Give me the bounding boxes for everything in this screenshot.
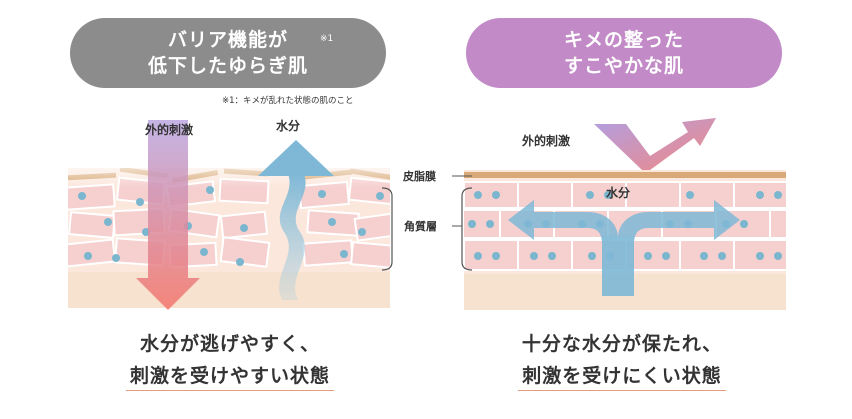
left-caption-line2: 刺激を受けやすい状態 bbox=[125, 362, 334, 391]
right-title-pill: キメの整った すこやかな肌 bbox=[466, 18, 782, 88]
left-dermis bbox=[68, 272, 390, 308]
left-water-arrow bbox=[258, 140, 334, 300]
left-caption: 水分が逃げやすく、 刺激を受けやすい状態 bbox=[60, 328, 400, 392]
left-title-note-mark: ※1 bbox=[320, 34, 334, 44]
left-title-pill: バリア機能が 低下したゆらぎ肌 ※1 bbox=[70, 18, 386, 88]
right-caption-line1: 十分な水分が保たれ、 bbox=[521, 333, 723, 355]
label-stratum-corneum: 角質層 bbox=[404, 219, 437, 233]
left-corneum-bracket bbox=[381, 187, 393, 271]
right-corneum-bracket bbox=[461, 187, 473, 271]
right-water-arrow bbox=[508, 200, 740, 296]
right-label-external: 外的刺激 bbox=[522, 133, 570, 148]
right-caption-line2: 刺激を受けにくい状態 bbox=[518, 362, 726, 391]
right-skin bbox=[464, 170, 786, 310]
right-stimulus-arrow bbox=[594, 118, 716, 170]
right-caption: 十分な水分が保たれ、 刺激を受けにくい状態 bbox=[452, 328, 792, 392]
right-title-line2: すこやかな肌 bbox=[563, 55, 684, 77]
right-title-line1: キメの整った bbox=[563, 29, 684, 51]
right-sebum-membrane bbox=[464, 172, 786, 178]
left-stimulus-arrow bbox=[136, 120, 200, 310]
right-label-water: 水分 bbox=[606, 185, 630, 200]
footnote: ※1：キメが乱れた状態の肌のこと bbox=[222, 96, 354, 106]
left-caption-line1: 水分が逃げやすく、 bbox=[139, 333, 320, 355]
left-label-external: 外的刺激 bbox=[145, 122, 193, 137]
left-title-line2: 低下したゆらぎ肌 bbox=[147, 55, 308, 77]
left-title-line1: バリア機能が bbox=[167, 29, 288, 51]
left-label-water: 水分 bbox=[276, 118, 300, 133]
label-sebum-membrane: 皮脂膜 bbox=[402, 169, 436, 183]
left-skin bbox=[68, 168, 390, 308]
